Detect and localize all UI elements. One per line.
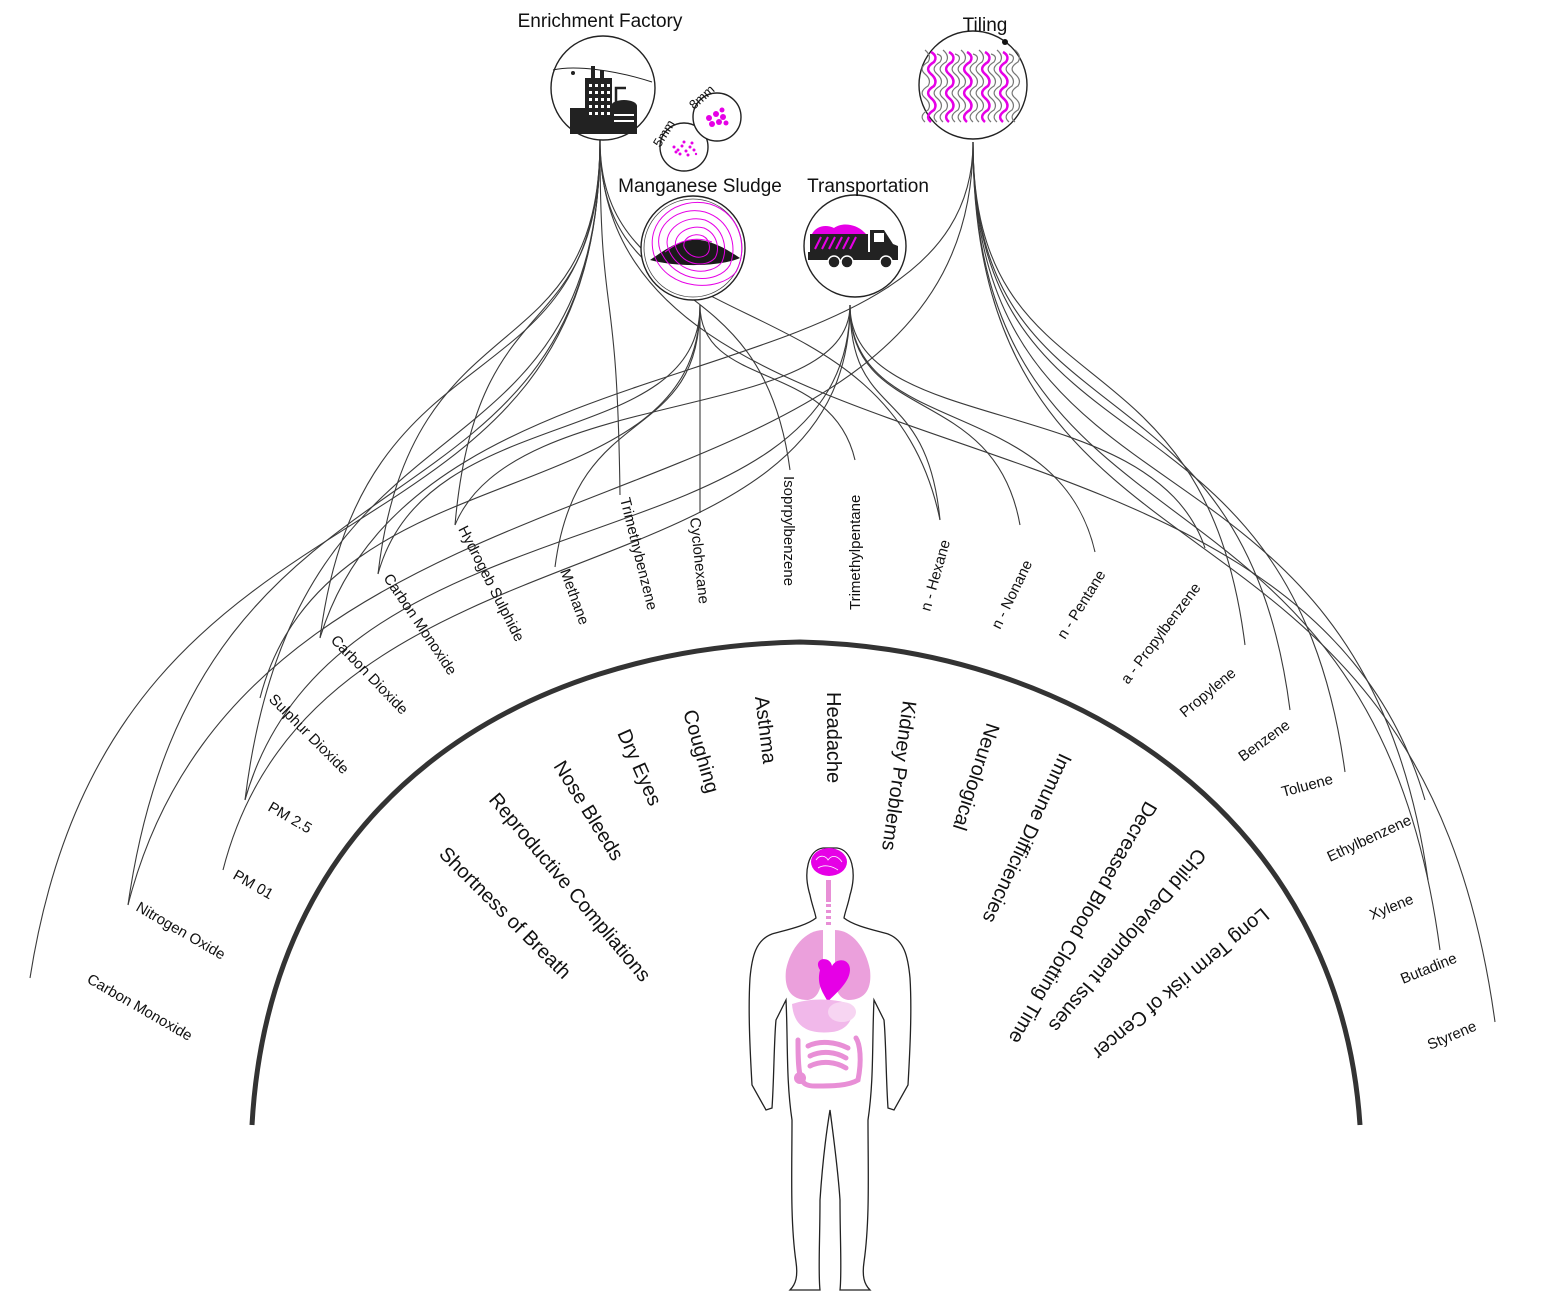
chemical-label: Trimethylpentane — [847, 495, 864, 610]
chemical-label: Carbon Dioxide — [327, 632, 411, 718]
human-body-figure — [749, 848, 911, 1290]
chemical-label: n - Hexane — [918, 538, 955, 613]
health-effect-label: Coughing — [678, 707, 723, 795]
connection-line — [223, 305, 850, 870]
connection-line — [700, 305, 855, 460]
connection-line — [850, 305, 1095, 552]
chemical-label: Nitrogen Oxide — [133, 899, 228, 964]
chemical-label: PM 2.5 — [265, 799, 315, 837]
connection-line — [600, 140, 940, 520]
enrichment-factory-label: Enrichment Factory — [518, 11, 683, 32]
transportation-node: Transportation — [804, 176, 929, 297]
chemical-label: Propylene — [1177, 665, 1240, 721]
connection-line — [378, 140, 600, 574]
tiling-node: Tiling — [919, 15, 1027, 139]
connection-line — [850, 305, 1020, 525]
enrichment-factory-node: Enrichment Factory — [518, 11, 683, 140]
chemical-label: Sulphur Dioxide — [265, 691, 352, 778]
chemical-label: n - Pentane — [1054, 567, 1110, 642]
chemical-label: Carbon Monoxide — [84, 971, 195, 1045]
health-effect-label: Reproductive Compliations — [484, 789, 654, 986]
connection-line — [973, 142, 1428, 880]
chemical-label: PM 01 — [230, 867, 276, 903]
body-outline — [749, 848, 911, 1290]
health-effect-label: Asthma — [750, 695, 780, 766]
connection-line — [973, 142, 1345, 772]
chemical-label: a - Propylbenzene — [1118, 580, 1205, 687]
bladder-icon — [794, 1072, 806, 1084]
connection-line — [455, 140, 600, 525]
manganese-sludge-label: Manganese Sludge — [618, 176, 782, 197]
brain-icon — [811, 848, 847, 876]
health-effect-label: Long Term risk of Cencer — [1088, 903, 1273, 1063]
health-effect-label: Dry Eyes — [612, 726, 665, 809]
connection-line — [320, 140, 600, 638]
health-effect-label: Kidney Problems — [877, 699, 920, 852]
transportation-label: Transportation — [807, 176, 929, 197]
chemical-label: Hydrogeb Sulphide — [454, 523, 527, 644]
tiling-label: Tiling — [963, 15, 1008, 36]
health-effect-label: Neurological — [948, 720, 1003, 833]
chemical-label: Methane — [556, 567, 592, 628]
chemical-label: Benzene — [1235, 717, 1293, 766]
health-effect-label: Headache — [822, 692, 844, 783]
chemical-label: Ethylbenzene — [1325, 812, 1415, 866]
health-effect-label: Nose Bleeds — [549, 757, 628, 865]
chemical-label: Cyclohexane — [686, 517, 712, 605]
connection-line — [973, 142, 1245, 645]
chemical-label: Styrene — [1425, 1018, 1479, 1054]
chemical-label: Butadine — [1398, 950, 1459, 988]
chemical-label: n - Nonane — [988, 558, 1036, 632]
manganese-sludge-node: Manganese Sludge — [618, 176, 782, 300]
health-effect-label: Immune Difficiencies — [978, 750, 1076, 926]
chemical-label: Isoprpylbenzene — [780, 476, 797, 586]
chemical-label: Toluene — [1280, 771, 1335, 801]
throat-icon — [826, 880, 831, 902]
chemical-label: Xylene — [1367, 891, 1416, 924]
